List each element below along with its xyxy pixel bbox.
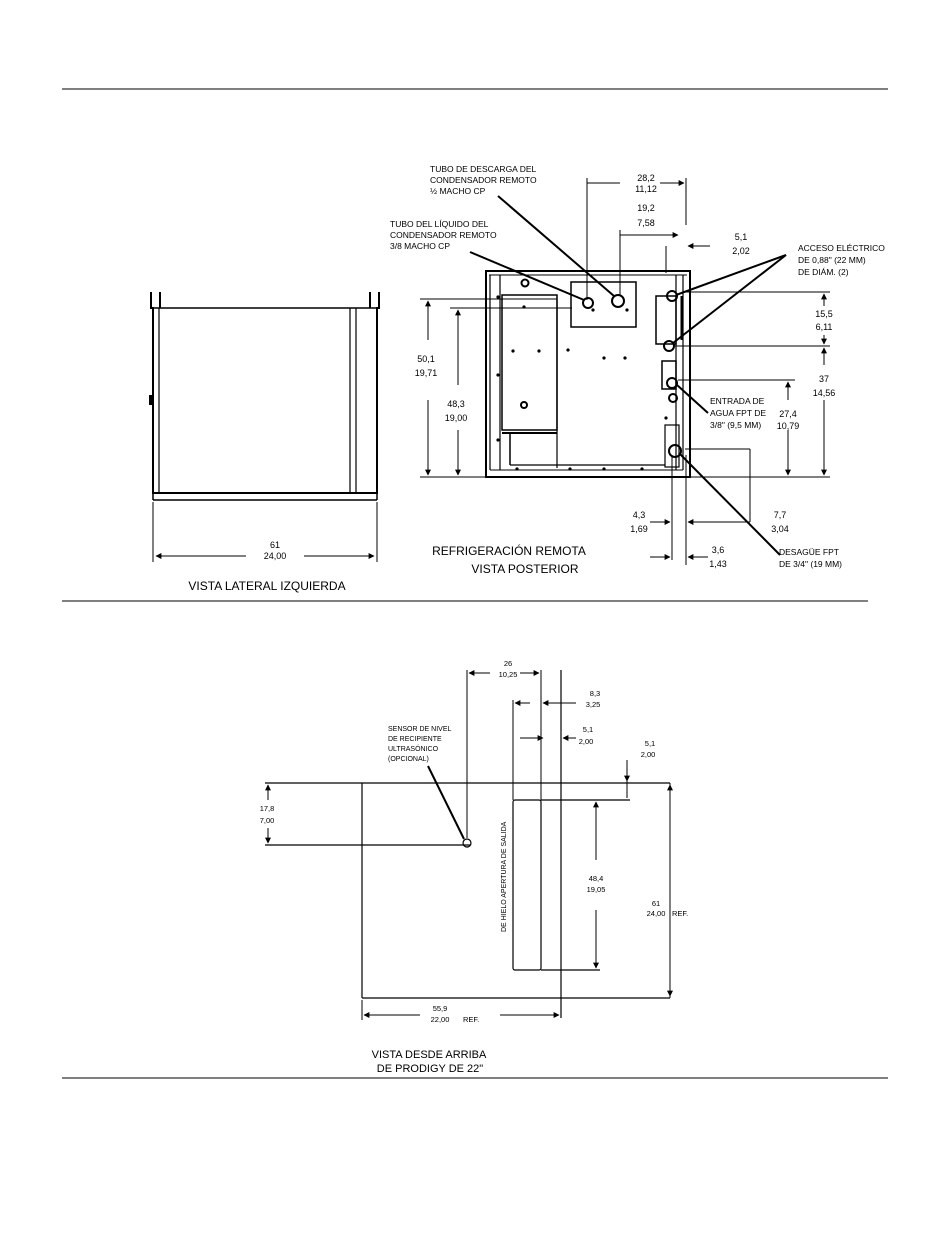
dim-61top-imperial: 24,00 xyxy=(647,909,666,918)
sensor-hole xyxy=(462,838,472,848)
dim-51c-metric: 5,1 xyxy=(645,739,655,748)
side-view-title: VISTA LATERAL IZQUIERDA xyxy=(188,579,345,593)
callout-water-line3: 3/8" (9,5 MM) xyxy=(710,420,761,430)
dim-274-imperial: 10,79 xyxy=(777,421,800,431)
callout-liquid-line1: TUBO DEL LÍQUIDO DEL xyxy=(390,219,489,229)
callout-drain-line1: DESAGÜE FPT xyxy=(779,547,839,557)
dim-26-metric: 26 xyxy=(504,659,512,668)
dim-51b-imperial: 2,00 xyxy=(579,737,594,746)
callout-electrical-line1: ACCESO ELÉCTRICO xyxy=(798,243,885,253)
callout-discharge-line1: TUBO DE DESCARGA DEL xyxy=(430,164,537,174)
dim-5a-metric: 5,1 xyxy=(735,232,748,242)
callout-sensor-line1: SENSOR DE NIVEL xyxy=(388,726,452,733)
callout-discharge-line3: ½ MACHO CP xyxy=(430,186,486,196)
rear-view: 28,2 11,12 19,2 7,58 5,1 2,02 50,1 19,71… xyxy=(390,164,885,576)
dim-559-ref: REF. xyxy=(463,1015,479,1024)
left-side-view: 61 24,00 VISTA LATERAL IZQUIERDA xyxy=(149,292,380,593)
dim-5a-imperial: 2,02 xyxy=(732,246,750,256)
top-view: 26 10,25 8,3 3,25 5,1 2,00 5,1 2,00 17,8… xyxy=(260,659,689,1075)
dim-501-metric: 50,1 xyxy=(417,354,435,364)
callout-liquid-line2: CONDENSADOR REMOTO xyxy=(390,230,497,240)
dim-77-imperial: 3,04 xyxy=(771,524,789,534)
dim-43-imperial: 1,69 xyxy=(630,524,648,534)
dim-28-metric: 28,2 xyxy=(637,173,655,183)
rear-bottom-dimensions xyxy=(650,455,708,565)
dim-559-imperial: 22,00 xyxy=(431,1015,450,1024)
callout-sensor-line4: (OPCIONAL) xyxy=(388,756,429,763)
rear-screws xyxy=(496,295,668,471)
top-view-title-line2: DE PRODIGY DE 22" xyxy=(377,1063,483,1075)
dim-559-metric: 55,9 xyxy=(433,1004,448,1013)
dim-43-metric: 4,3 xyxy=(633,510,646,520)
callout-discharge-line2: CONDENSADOR REMOTO xyxy=(430,175,537,185)
dim-36-imperial: 1,43 xyxy=(709,559,727,569)
top-dimension-lines xyxy=(265,670,673,1020)
callout-electrical-line2: DE 0,88" (22 MM) xyxy=(798,255,866,265)
dim-28-imperial: 11,12 xyxy=(635,184,657,194)
rear-top-dimensions xyxy=(586,178,710,300)
dim-501-imperial: 19,71 xyxy=(415,368,438,378)
side-cabinet-outline xyxy=(149,292,380,501)
side-width-dimension xyxy=(152,502,378,562)
callout-sensor-line2: DE RECIPIENTE xyxy=(388,736,442,743)
rear-right-dimensions xyxy=(675,291,830,525)
dim-484-metric: 48,4 xyxy=(589,874,604,883)
sensor-leader xyxy=(427,765,465,840)
callout-water-line1: ENTRADA DE xyxy=(710,396,765,406)
dim-51c-imperial: 2,00 xyxy=(641,750,656,759)
dim-155-metric: 15,5 xyxy=(815,309,833,319)
dim-483-imperial: 19,00 xyxy=(445,413,468,423)
dim-19-imperial: 7,58 xyxy=(637,218,655,228)
callout-chute: DE HIELO APERTURA DE SALIDA xyxy=(501,821,508,932)
side-width-metric: 61 xyxy=(270,540,280,550)
rear-leaders xyxy=(469,195,787,556)
rear-view-title-line1: REFRIGERACIÓN REMOTA xyxy=(432,543,586,558)
dim-178-imperial: 7,00 xyxy=(260,816,275,825)
callout-drain-line2: DE 3/4" (19 MM) xyxy=(779,559,842,569)
callout-electrical-line3: DE DIÁM. (2) xyxy=(798,267,849,277)
callout-sensor-line3: ULTRASÓNICO xyxy=(388,744,439,753)
top-view-title-line1: VISTA DESDE ARRIBA xyxy=(372,1049,487,1061)
rear-cabinet-outline xyxy=(485,270,691,478)
dim-37-metric: 37 xyxy=(819,374,829,384)
dim-36-metric: 3,6 xyxy=(712,545,725,555)
dim-51b-metric: 5,1 xyxy=(583,725,593,734)
rear-fittings xyxy=(520,278,682,458)
side-width-imperial: 24,00 xyxy=(264,551,287,561)
dim-483-metric: 48,3 xyxy=(447,399,465,409)
dim-77-metric: 7,7 xyxy=(774,510,787,520)
dim-155-imperial: 6,11 xyxy=(816,322,833,332)
dim-83-imperial: 3,25 xyxy=(586,700,601,709)
dim-83-metric: 8,3 xyxy=(590,689,600,698)
dim-274-metric: 27,4 xyxy=(779,409,797,419)
dim-178-metric: 17,8 xyxy=(260,804,275,813)
dim-37-imperial: 14,56 xyxy=(813,388,836,398)
dim-61top-ref: REF. xyxy=(672,909,688,918)
rear-left-dimensions xyxy=(420,298,572,478)
dim-26-imperial: 10,25 xyxy=(499,670,518,679)
dim-19-metric: 19,2 xyxy=(637,203,655,213)
dim-61top-metric: 61 xyxy=(652,899,660,908)
top-cabinet-outline xyxy=(265,670,670,1018)
rear-view-title-line2: VISTA POSTERIOR xyxy=(471,562,578,576)
dim-484-imperial: 19,05 xyxy=(587,885,606,894)
callout-water-line2: AGUA FPT DE xyxy=(710,408,766,418)
callout-liquid-line3: 3/8 MACHO CP xyxy=(390,241,450,251)
